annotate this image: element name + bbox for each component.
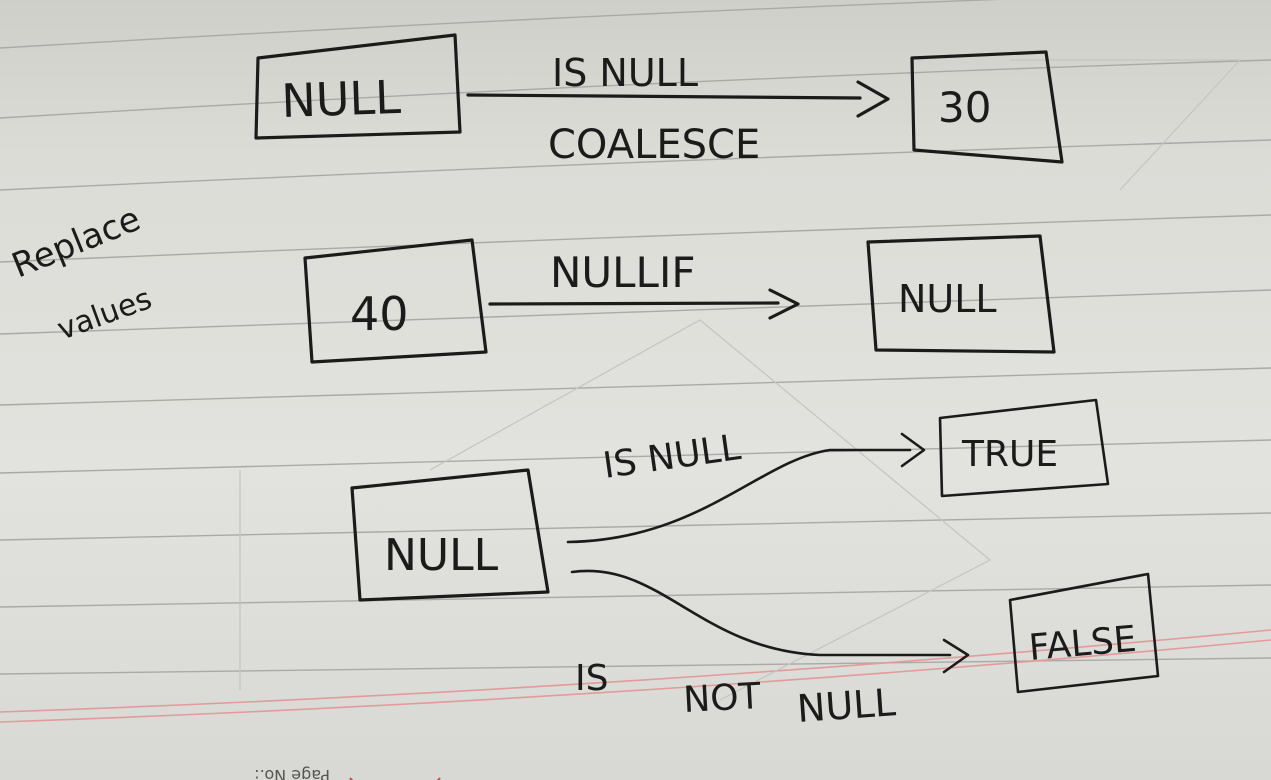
row1-arrow-shaft <box>466 93 862 100</box>
notebook-rules <box>0 0 1271 723</box>
row1-input-text: NULL <box>280 70 402 128</box>
branch-upper-output-box <box>938 398 1110 498</box>
row2-arrow-shaft <box>488 301 780 306</box>
row2-output-text: NULL <box>898 277 997 321</box>
side-note-line1: Replace <box>6 199 146 286</box>
branch-input-text: NULL <box>384 530 499 581</box>
row1-input-box <box>254 33 462 140</box>
branch-lower-arrow-head <box>942 638 970 674</box>
branch-lower-label-2: NOT <box>682 676 762 721</box>
row1-output-text: 30 <box>938 83 991 132</box>
row2-input-text: 40 <box>350 287 409 341</box>
branch-lower-curve <box>570 569 952 657</box>
branch-upper-curve <box>566 448 912 544</box>
branch-upper-label: IS NULL <box>601 427 744 487</box>
row-nullif: 40 NULLIF NULL <box>303 234 1056 364</box>
bleed-through-marks <box>239 59 1242 701</box>
branch-lower-output-box <box>1008 572 1160 694</box>
page-number-label: Page No.: <box>254 766 330 780</box>
row1-func-top: IS NULL <box>552 51 698 95</box>
side-note-line2: values <box>53 281 157 347</box>
row2-func-top: NULLIF <box>550 248 696 297</box>
page-stamp: Page No.: <box>254 766 441 780</box>
row-coalesce: NULL IS NULL COALESCE 30 <box>254 33 1064 168</box>
branch-lower-label-3: NULL <box>796 680 897 731</box>
branch-lower-output: FALSE <box>1027 619 1138 669</box>
row2-output-box <box>866 234 1056 354</box>
branch-input-box <box>350 468 550 602</box>
row1-func-bottom: COALESCE <box>548 122 760 168</box>
branch-lower-label-1: IS <box>575 658 608 699</box>
side-note: Replace values <box>6 199 156 348</box>
branch-upper-output: TRUE <box>961 434 1058 475</box>
branch-upper-arrow-head <box>900 432 926 468</box>
row2-input-box <box>303 238 488 364</box>
row1-arrow-head <box>856 80 890 118</box>
branch-null-check: NULL IS NULL TRUE IS NOT NULL FALSE <box>350 398 1160 731</box>
row2-arrow-head <box>768 288 800 320</box>
row1-output-box <box>910 50 1064 164</box>
